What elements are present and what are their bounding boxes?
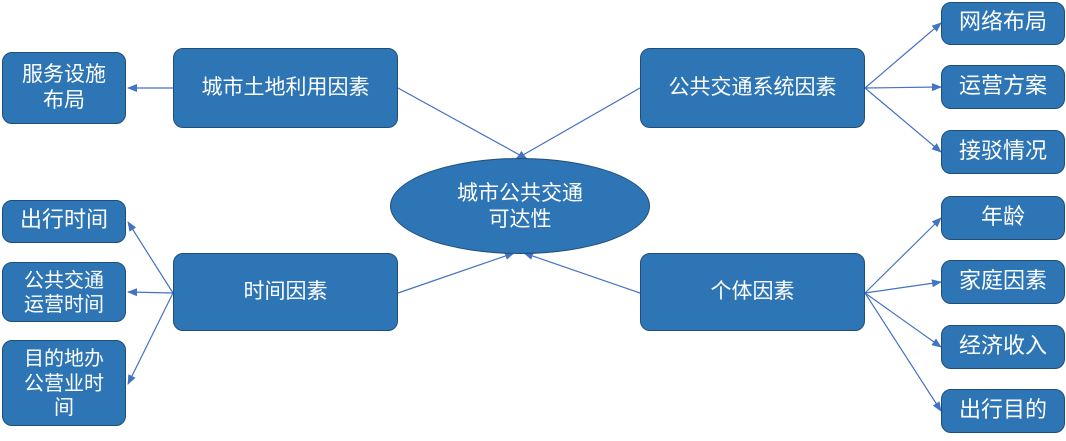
- edge-transit-operation: [864, 83, 942, 92]
- edge-time-business: [127, 292, 174, 385]
- factor-transit-system: 公共交通系统因素: [640, 48, 865, 128]
- edge-time-operating: [127, 288, 174, 297]
- child-transfer-condition: 接驳情况: [941, 130, 1065, 174]
- child-transit-operating-time: 公共交通 运营时间: [2, 262, 126, 322]
- edge-individual-center: [523, 252, 641, 294]
- edge-transit-transfer: [864, 87, 942, 153]
- child-travel-purpose: 出行目的: [941, 389, 1065, 433]
- child-income: 经济收入: [941, 325, 1065, 369]
- edge-transit-network: [864, 22, 942, 89]
- edge-individual-purpose: [864, 292, 942, 412]
- edge-individual-income: [864, 292, 942, 348]
- child-age: 年龄: [941, 196, 1065, 240]
- factor-time: 时间因素: [173, 253, 398, 331]
- edge-time-travel: [127, 221, 174, 294]
- child-family-factor: 家庭因素: [941, 260, 1065, 304]
- edge-transit-center: [515, 87, 641, 160]
- factor-individual: 个体因素: [640, 253, 865, 331]
- child-operation-plan: 运营方案: [941, 65, 1065, 109]
- center-node: 城市公共交通 可达性: [390, 158, 650, 254]
- edge-individual-age: [864, 217, 942, 294]
- child-destination-business-hours: 目的地办 公营业时 间: [2, 340, 126, 426]
- child-travel-time: 出行时间: [2, 200, 126, 243]
- edge-individual-family: [864, 279, 942, 294]
- factor-land-use: 城市土地利用因素: [173, 48, 398, 128]
- edge-landuse-center: [397, 87, 528, 160]
- edge-time-center: [397, 252, 515, 294]
- child-facility-layout: 服务设施 布局: [2, 52, 126, 124]
- child-network-layout: 网络布局: [941, 2, 1065, 45]
